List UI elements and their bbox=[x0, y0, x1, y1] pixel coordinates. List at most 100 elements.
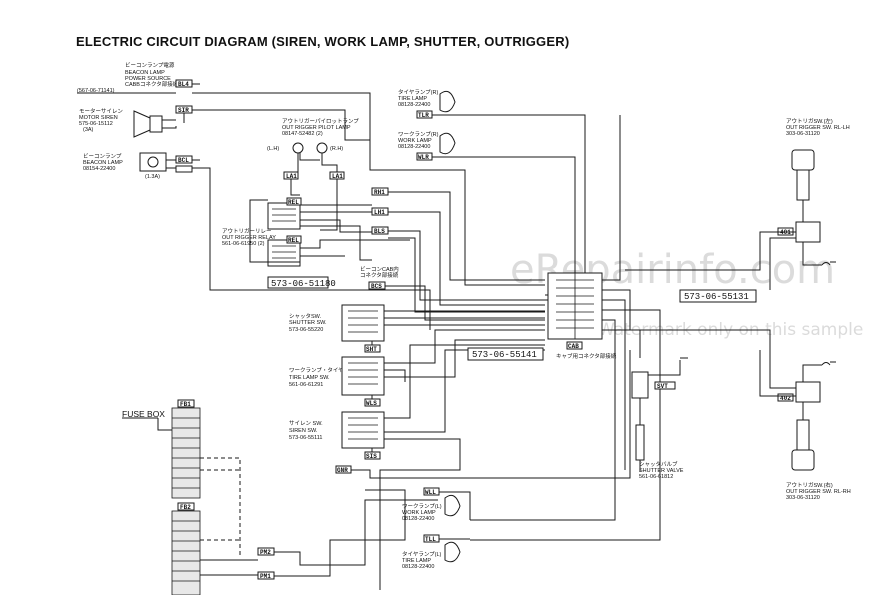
outrigger-sw-bottom-pn: 303-06-31120 bbox=[786, 495, 820, 501]
part-55141-text: 573-06-55141 bbox=[472, 350, 537, 360]
part-573-06-51180: 573-06-51180 bbox=[267, 276, 336, 289]
sir-tag: SIR bbox=[178, 107, 189, 114]
work-lamp-l-jp: ワークランプ(L) bbox=[402, 503, 442, 510]
beacon-cab-jp2: コネクタ部接続 bbox=[360, 271, 399, 279]
beacon-source-en3: CABBコネクタ部接続 bbox=[125, 80, 179, 88]
beacon-source-jp: ビーコンランプ電源 bbox=[125, 61, 175, 69]
rel-tag-2: REL bbox=[288, 237, 299, 244]
work-lamp-left-group: WLL ワークランプ(L) WORK LAMP 08128-22400 bbox=[402, 487, 471, 522]
tire-lamp-left-group: TLL タイヤランプ(L) TIRE LAMP 08128-22400 bbox=[402, 534, 470, 570]
worklamp-sw-en: TIRE LAMP SW. bbox=[289, 375, 330, 381]
beacon-cab-jp1: ビーコンCAB内 bbox=[360, 265, 399, 273]
pilot-lamp-pn: 08147-52482 (2) bbox=[282, 131, 323, 137]
worklamp-sw-pn: 561-06-61291 bbox=[289, 382, 323, 388]
siren-sw-pn: 573-06-55111 bbox=[289, 435, 322, 441]
relay-jp: アウトリガーリレー bbox=[222, 227, 272, 235]
rh1-tag: RH1 bbox=[374, 189, 385, 196]
tire-lamp-l-icon bbox=[444, 541, 461, 563]
outrigger-sw-bottom-jp: アウトリガSW.(右) bbox=[786, 481, 833, 489]
pilot-lamp-right-icon bbox=[316, 142, 328, 154]
beacon-source-en1: BEACON LAMP bbox=[125, 70, 165, 76]
shutter-valve-group: SVT シャッタバルブ SHUTTER VALVE 561-06-61812 bbox=[631, 357, 688, 480]
wlr-tag: WLR bbox=[418, 154, 429, 161]
wll-tag: WLL bbox=[425, 489, 436, 496]
shutter-valve-en: SHUTTER VALVE bbox=[639, 468, 684, 474]
svt-tag: SVT bbox=[657, 383, 668, 390]
outrigger-switch-bottom-group: 402 アウトリガSW.(右) OUT RIGGER SW. RL-RH 303… bbox=[620, 329, 851, 501]
beacon-source-en2: POWER SOURCE bbox=[125, 76, 171, 82]
outrigger-switch-top-group: アウトリガSW.(左) OUT RIGGER SW. RL-LH 303-06-… bbox=[625, 117, 850, 290]
cab-connector-jp: キャブ用コネクタ部接続 bbox=[556, 352, 617, 360]
motor-siren-amp: (3A) bbox=[83, 127, 94, 133]
tire-lamp-r-pn: 08128-22400 bbox=[398, 102, 430, 108]
pm2-tag: PM2 bbox=[260, 549, 271, 556]
pilot-lamp-left: (L.H) bbox=[267, 146, 279, 152]
sis-tag: SIS bbox=[366, 453, 377, 460]
tire-lamp-r-icon bbox=[439, 90, 456, 113]
bcl-tag: BCL bbox=[178, 157, 189, 164]
pm1-tag: PM1 bbox=[260, 573, 271, 580]
svt-connector bbox=[631, 371, 649, 399]
pilot-lamp-en: OUT RIGGER PILOT LAMP bbox=[282, 125, 351, 131]
part-51180-text: 573-06-51180 bbox=[271, 279, 336, 289]
outrigger-sw-top-en: OUT RIGGER SW. RL-LH bbox=[786, 125, 850, 131]
tlr-tag: TLR bbox=[418, 112, 429, 119]
work-lamp-r-pn: 08128-22400 bbox=[398, 144, 430, 150]
shutter-sw-body bbox=[341, 304, 385, 342]
part-573-06-55141: 573-06-55141 bbox=[467, 347, 544, 361]
cab-connector-group: CAB キャブ用コネクタ部接続 bbox=[470, 115, 680, 541]
relay-1 bbox=[267, 202, 301, 230]
shutter-sw-jp: シャッタSW. bbox=[289, 312, 322, 320]
work-lamp-r-icon bbox=[439, 132, 456, 155]
lh1-tag: LH1 bbox=[374, 209, 385, 216]
pilot-lamp-jp: アウトリガーパイロットランプ bbox=[282, 117, 359, 125]
beacon-cab-group: ビーコンCAB内 コネクタ部接続 BCS bbox=[360, 265, 545, 321]
la1-left-tag: LA1 bbox=[286, 173, 297, 180]
worklamp-sw-jp: ワークランプ・タイヤランプ SW. bbox=[289, 366, 372, 374]
sw-402-tag: 402 bbox=[780, 395, 791, 402]
motor-siren-pn: 575-06-15112 bbox=[79, 121, 113, 127]
tire-lamp-l-pn: 08128-22400 bbox=[402, 564, 434, 570]
outrigger-sw-bottom-en: OUT RIGGER SW. RL-RH bbox=[786, 489, 851, 495]
tire-lamp-l-jp: タイヤランプ(L) bbox=[402, 550, 442, 558]
rel-tag-1: REL bbox=[288, 199, 299, 206]
shutter-sw-en: SHUTTER SW. bbox=[289, 320, 327, 326]
siren-sw-jp: サイレン SW. bbox=[289, 420, 323, 427]
work-lamp-r-jp: ワークランプ(R) bbox=[398, 131, 439, 138]
fuse-block-1 bbox=[171, 407, 201, 499]
beacon-power-source-group: ビーコンランプ電源 BEACON LAMP POWER SOURCE CABBコ… bbox=[77, 61, 545, 286]
motor-siren-jp: モーターサイレン bbox=[79, 107, 123, 115]
shutter-switch-group: シャッタSW. SHUTTER SW. 573-06-55220 SHT bbox=[289, 304, 545, 353]
fuse-box-label: FUSE BOX bbox=[122, 409, 165, 419]
outrigger-sw-top-body bbox=[791, 149, 815, 171]
beacon-lamp-amp: (1.3A) bbox=[145, 174, 160, 180]
outrigger-sw-top-pn: 303-06-31120 bbox=[786, 131, 820, 137]
page-title: ELECTRIC CIRCUIT DIAGRAM (SIREN, WORK LA… bbox=[76, 34, 570, 49]
tire-lamp-r-jp: タイヤランプ(R) bbox=[398, 88, 438, 96]
shutter-sw-pn: 573-06-55220 bbox=[289, 327, 323, 333]
ground-group: GNR bbox=[335, 350, 631, 479]
motor-siren-group: モーターサイレン MOTOR SIREN 575-06-15112 (3A) S… bbox=[79, 105, 370, 141]
fb2-tag: FB2 bbox=[180, 504, 191, 511]
bl4-tag: BL4 bbox=[178, 81, 189, 88]
siren-switch-group: サイレン SW. SIREN SW. 573-06-55111 SIS bbox=[289, 344, 545, 590]
pilot-lamp-left-icon bbox=[292, 142, 304, 154]
tire-lamp-l-en: TIRE LAMP bbox=[402, 558, 431, 564]
outrigger-pilot-lamp-group: アウトリガーパイロットランプ OUT RIGGER PILOT LAMP 081… bbox=[267, 117, 359, 231]
fuse-block-2 bbox=[171, 510, 201, 595]
work-lamp-l-icon bbox=[444, 494, 461, 517]
gnr-tag: GNR bbox=[337, 467, 348, 474]
outrigger-sw-top-jp: アウトリガSW.(左) bbox=[786, 117, 833, 125]
outrigger-relay-group: REL REL アウトリガーリレー OUT RIGGER RELAY 561-0… bbox=[222, 187, 545, 313]
relay-pn: 561-06-61950 (2) bbox=[222, 241, 265, 247]
fuse-box-group: FUSE BOX FB1 FB2 PM2 PM1 bbox=[122, 399, 438, 595]
part-55131-text: 573-06-55131 bbox=[684, 292, 749, 302]
tll-tag: TLL bbox=[425, 536, 436, 543]
siren-horn-icon bbox=[133, 110, 151, 138]
beacon-lamp-jp: ビーコンランプ bbox=[83, 152, 122, 160]
beacon-lamp-en: BEACON LAMP bbox=[83, 160, 123, 166]
shutter-valve-pn: 561-06-61812 bbox=[639, 474, 673, 480]
worklamp-switch-group: ワークランプ・タイヤランプ SW. TIRE LAMP SW. 561-06-6… bbox=[289, 329, 545, 407]
tire-lamp-r-en: TIRE LAMP bbox=[398, 96, 427, 102]
